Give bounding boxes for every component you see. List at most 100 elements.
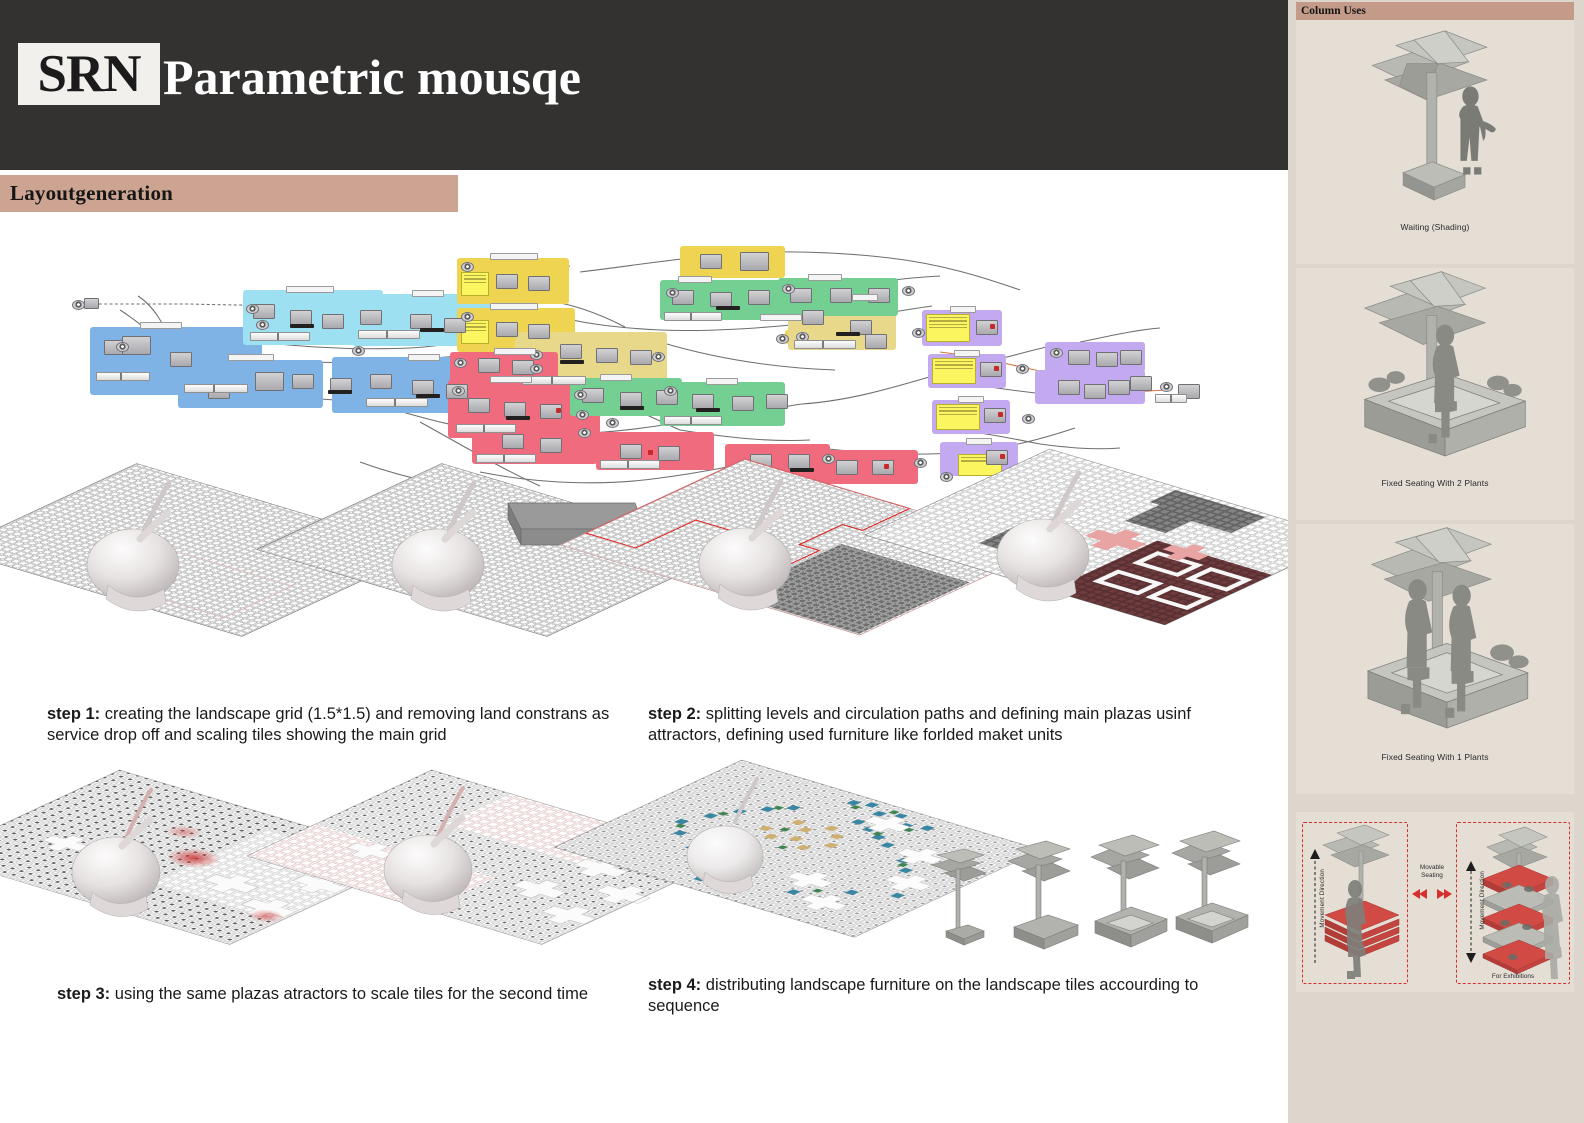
render-step3-a [0, 769, 416, 982]
render-step2-circulation [558, 458, 1046, 684]
graph-node [836, 460, 858, 475]
graph-param [606, 418, 619, 428]
graph-group-label [950, 306, 976, 313]
graph-node [1130, 376, 1152, 391]
graph-node [710, 292, 732, 307]
movable-arrows-icon [1412, 889, 1452, 899]
graph-node [692, 394, 714, 409]
graph-node [630, 350, 652, 365]
graph-group-label [228, 354, 274, 361]
caption-step3: step 3: using the same plazas atractors … [57, 984, 602, 1005]
graph-node [360, 310, 382, 325]
graph-preview-strip [290, 324, 314, 328]
graph-group-label [600, 374, 632, 381]
graph-node [322, 314, 344, 329]
caption-step1-label: step 1: [47, 705, 101, 723]
render-step2-levels [256, 463, 733, 677]
caption-step3-text: using the same plazas atractors to scale… [110, 985, 589, 1003]
graph-param [461, 262, 474, 272]
graph-node [255, 372, 284, 391]
graph-param [576, 410, 589, 420]
graph-node [596, 348, 618, 363]
graph-node [865, 334, 887, 349]
sidebar-card-seating-2: Fixed Seating With 2 Plants [1296, 268, 1574, 520]
sidebar-banner: Column Uses [1296, 2, 1574, 20]
graph-group-label [678, 276, 712, 283]
column-waiting-svg [1371, 30, 1496, 201]
graph-param [574, 390, 587, 400]
graph-flag [1000, 454, 1005, 459]
sidebar-card-waiting: Waiting (Shading) [1296, 20, 1574, 264]
graph-node [1096, 352, 1118, 367]
graph-group-label [490, 376, 532, 383]
graph-node [170, 352, 192, 367]
graph-param [652, 352, 665, 362]
graph-param [452, 386, 465, 396]
render-column-family [930, 830, 1249, 967]
arrow-down-icon [1466, 953, 1476, 963]
graph-group-label [954, 350, 980, 357]
movable-seating-svg [1310, 824, 1400, 979]
graph-param [256, 320, 269, 330]
sidebar-banner-label: Column Uses [1301, 5, 1366, 17]
column-family-svg [931, 830, 1249, 950]
graph-slider [456, 424, 516, 433]
section-banner-label: Layoutgeneration [10, 181, 174, 205]
graph-node [1068, 350, 1090, 365]
graph-node [560, 344, 582, 359]
comparison-middle-label-2: Seating [1421, 872, 1443, 879]
graph-node [748, 290, 770, 305]
graph-param [461, 312, 474, 322]
graph-flag [998, 412, 1003, 417]
logo-text: SRN [37, 44, 141, 103]
graph-preview-strip [328, 390, 352, 394]
graph-slider [600, 460, 660, 469]
graph-node [290, 310, 312, 325]
graph-preview-strip [506, 416, 530, 420]
graph-param [822, 454, 835, 464]
caption-step2-text: splitting levels and circulation paths a… [648, 705, 1191, 745]
graph-node [732, 396, 754, 411]
graph-node [620, 444, 642, 459]
graph-node [540, 404, 562, 419]
caption-step1: step 1: creating the landscape grid (1.5… [47, 704, 622, 747]
render-step4-svg [553, 759, 1043, 938]
graph-group-label [286, 286, 334, 293]
comparison-middle: Movable Seating [1408, 864, 1456, 907]
graph-node [370, 374, 392, 389]
sidebar-comparison: Movement Direction Movable Seating [1296, 812, 1574, 992]
graph-node [528, 324, 550, 339]
sidebar-card-seating1-caption: Fixed Seating With 1 Plants [1381, 752, 1489, 762]
render-step3b-svg [246, 769, 728, 945]
graph-node [788, 454, 810, 469]
graph-group-label [490, 253, 538, 260]
graph-preview-strip [790, 468, 814, 472]
srn-logo: SRN [18, 43, 160, 105]
graph-node [658, 446, 680, 461]
graph-node [1108, 380, 1130, 395]
graph-node [292, 374, 314, 389]
render-step2-circ-svg [558, 458, 1046, 636]
graph-node [496, 274, 518, 289]
caption-step4-label: step 4: [648, 976, 702, 994]
graph-param [530, 350, 543, 360]
graph-param [578, 428, 591, 438]
graph-group-label [808, 274, 842, 281]
render-step1 [0, 463, 428, 677]
graph-group-yellow-4 [680, 246, 785, 278]
comparison-left-box: Movement Direction [1302, 822, 1408, 984]
arrow-up-icon [1466, 861, 1476, 871]
graph-flag [648, 450, 653, 455]
graph-preview-strip [560, 360, 584, 364]
sidebar-card-seating-1: Fixed Seating With 1 Plants [1296, 524, 1574, 794]
graph-param [782, 284, 795, 294]
graph-group-label [706, 378, 738, 385]
graph-preview-strip [696, 408, 720, 412]
graph-param [352, 346, 365, 356]
page-header: SRN Parametric mousqe [0, 0, 1288, 170]
graph-param [940, 472, 953, 482]
graph-node [478, 358, 500, 373]
graph-preview-strip [836, 332, 860, 336]
render-step2-plazas-svg [864, 448, 1351, 626]
section-banner: Layoutgeneration [0, 175, 458, 212]
